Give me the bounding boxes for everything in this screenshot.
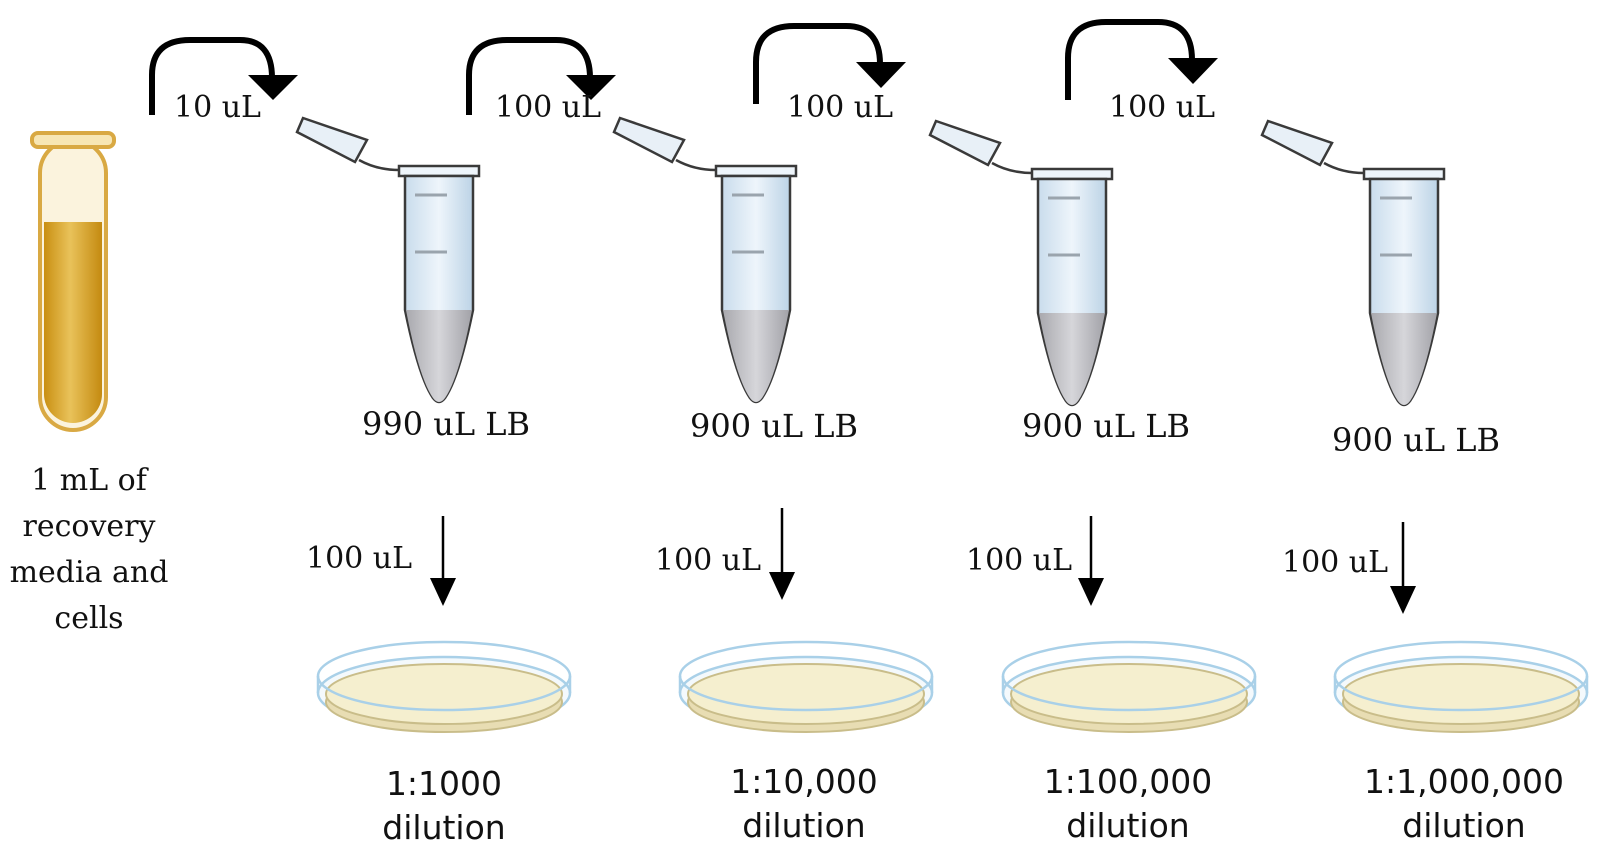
microtube-1 [295,116,481,404]
transfer-volume-2: 100 uL [495,90,602,125]
transfer-volume-4: 100 uL [1109,90,1216,125]
plating-arrow-3 [1078,516,1104,606]
dilution-ratio-2: 1:10,000 [730,762,878,801]
transfer-volume-1: 10 uL [174,90,261,125]
tube-contents-2: 900 uL LB [690,407,859,445]
microtube-4 [1260,119,1446,407]
dilution-word-1: dilution [382,808,506,847]
tube-contents-3: 900 uL LB [1022,407,1191,445]
dilution-label-4: 1:1,000,000 dilution [1334,760,1594,848]
dilution-label-2: 1:10,000 dilution [674,760,934,848]
dilution-label-3: 1:100,000 dilution [998,760,1258,848]
petri-dish-4 [1333,640,1589,733]
dilution-ratio-4: 1:1,000,000 [1363,762,1565,801]
dilution-label-1: 1:1000 dilution [314,762,574,850]
source-line-1: 1 mL of [31,463,147,498]
transfer-arrow-4 [1065,19,1218,100]
tube-contents-1: 990 uL LB [362,405,531,443]
microtube-2 [612,116,798,404]
plating-volume-3: 100 uL [966,543,1073,578]
plating-volume-1: 100 uL [306,541,413,576]
source-line-4: cells [54,601,124,636]
dilution-word-2: dilution [742,806,866,845]
dilution-word-4: dilution [1402,806,1526,845]
petri-dish-1 [316,640,572,733]
source-label: 1 mL of recovery media and cells [4,458,174,642]
dilution-word-3: dilution [1066,806,1190,845]
transfer-arrow-3 [753,23,906,104]
transfer-arrow-2 [466,37,616,115]
microtube-3 [928,119,1114,407]
plating-volume-2: 100 uL [655,543,762,578]
petri-dish-3 [1001,640,1257,733]
petri-dish-2 [678,640,934,733]
plating-arrow-2 [769,508,795,600]
culture-test-tube [30,131,116,432]
source-line-2: recovery [22,509,156,544]
plating-volume-4: 100 uL [1282,545,1389,580]
source-line-3: media and [9,555,169,590]
dilution-ratio-3: 1:100,000 [1043,762,1213,801]
plating-arrow-1 [430,516,456,606]
tube-contents-4: 900 uL LB [1332,421,1501,459]
transfer-arrow-1 [149,37,298,115]
dilution-ratio-1: 1:1000 [385,764,503,803]
transfer-volume-3: 100 uL [787,90,894,125]
plating-arrow-4 [1390,522,1416,614]
